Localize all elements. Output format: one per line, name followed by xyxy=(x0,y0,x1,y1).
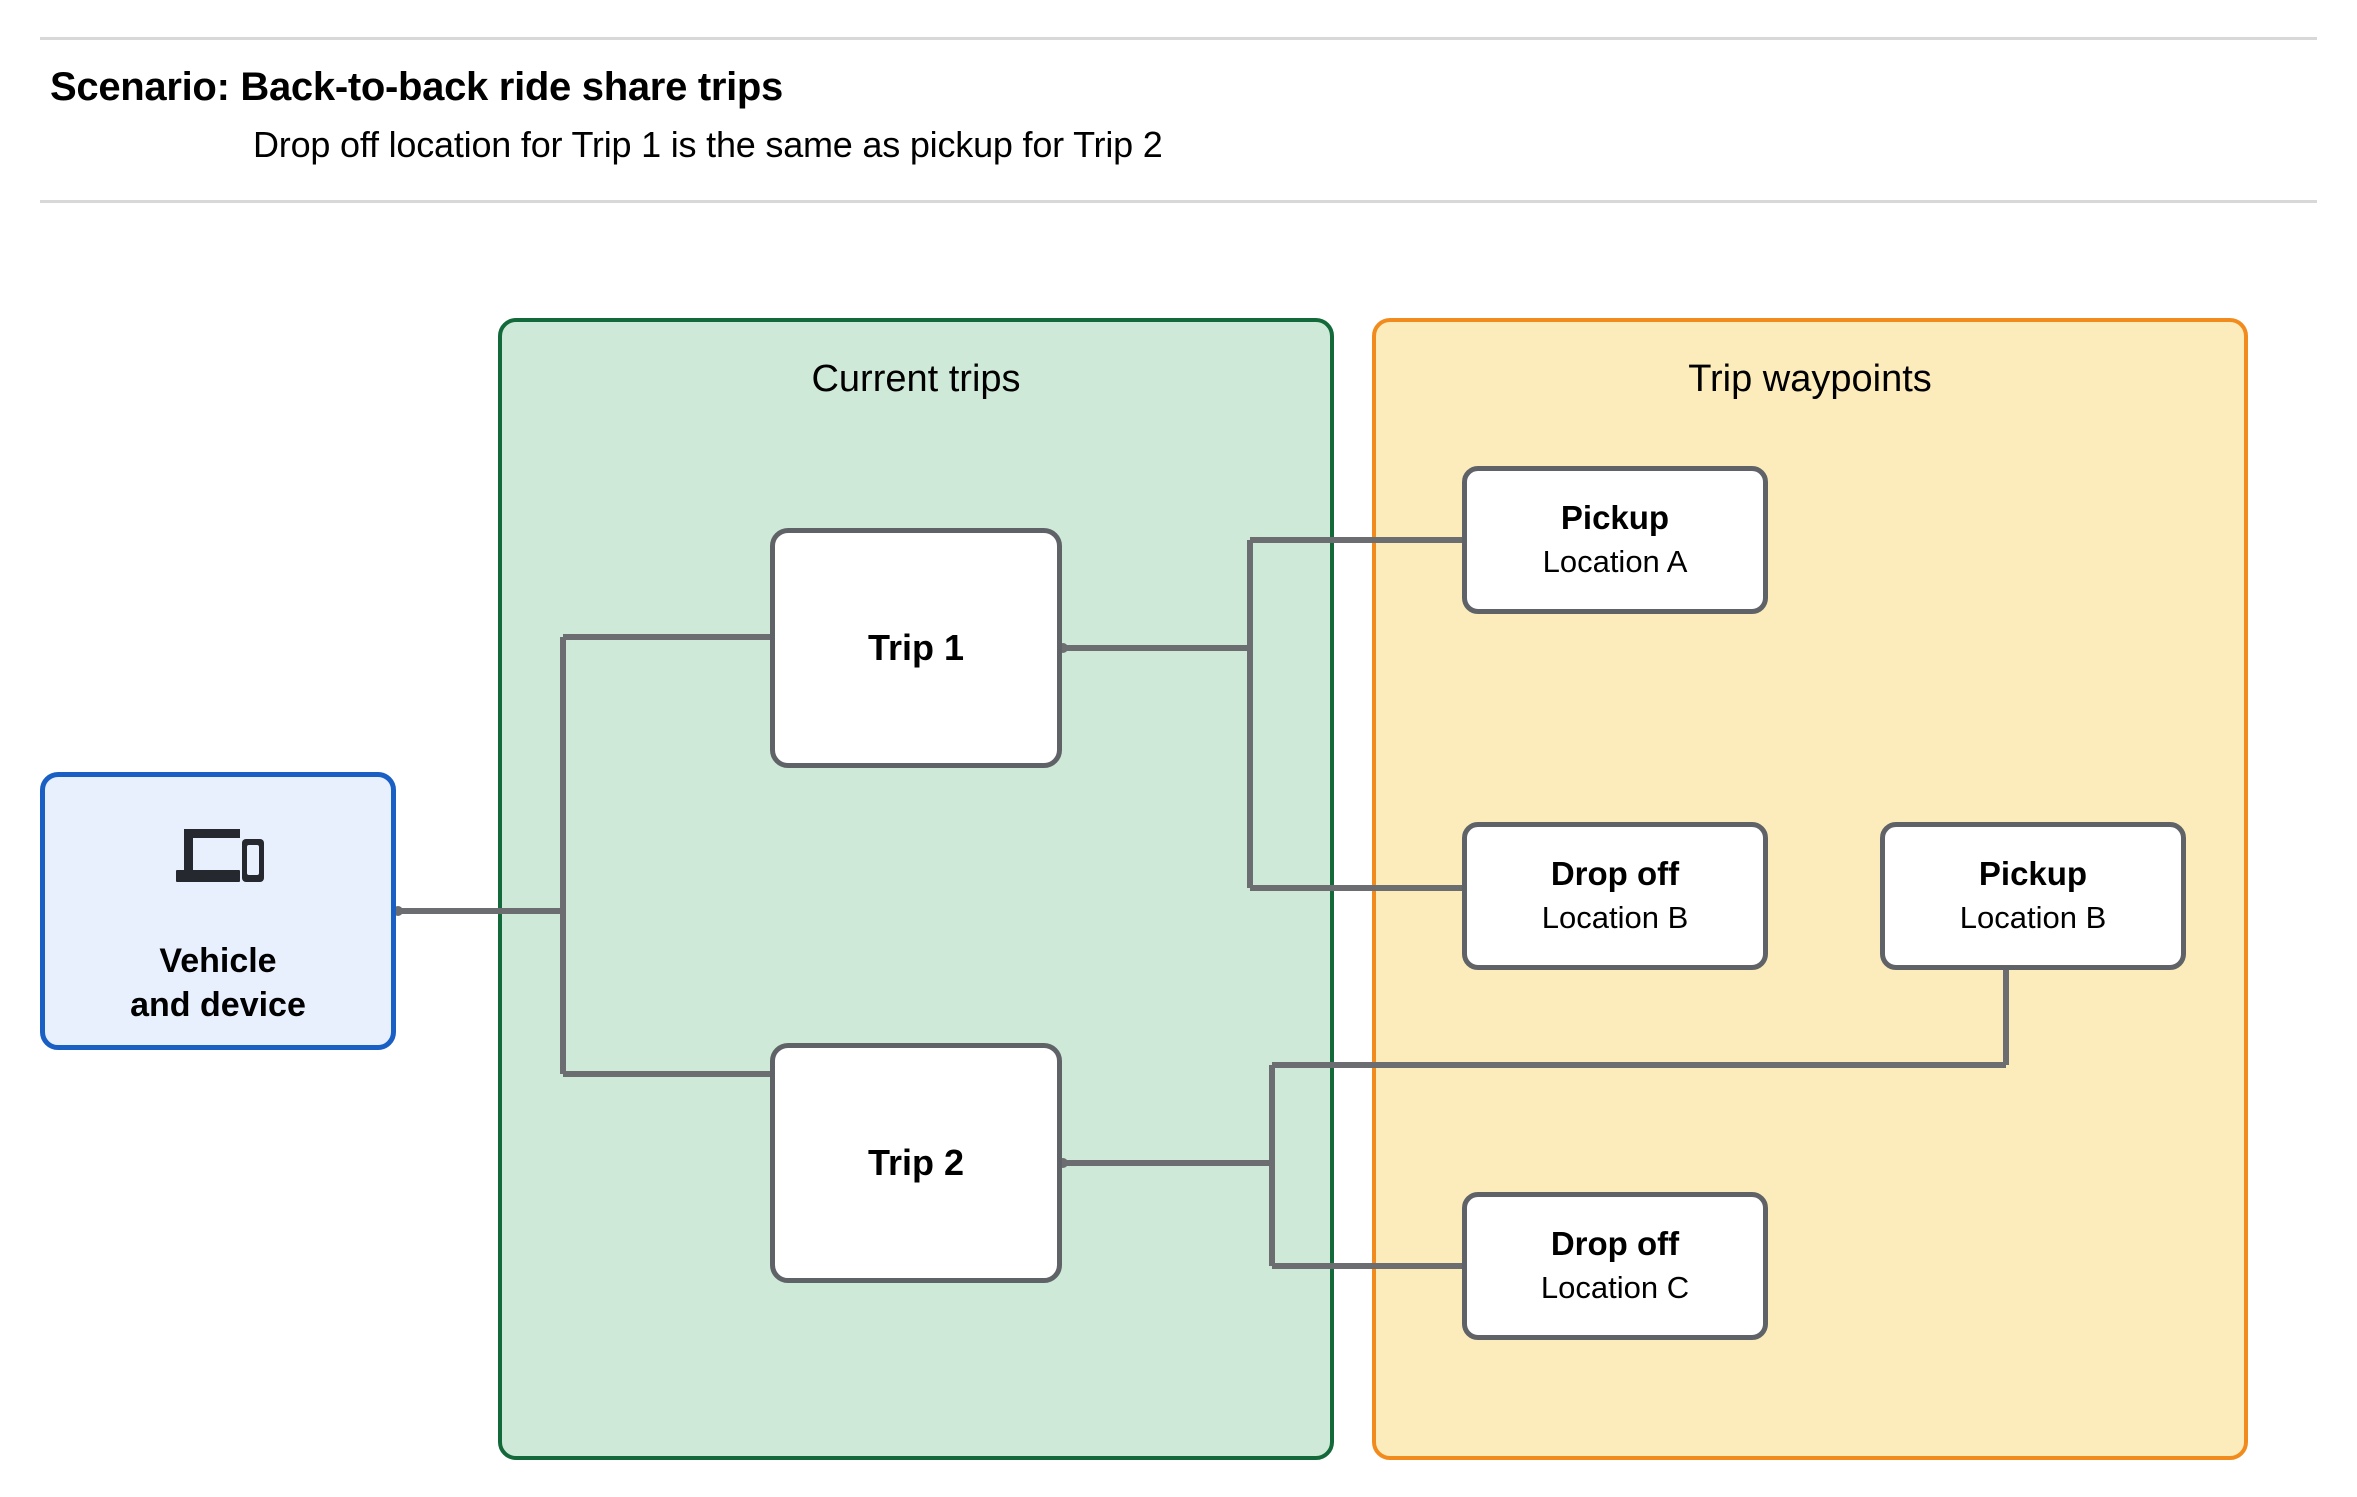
waypoint-location-label: Location B xyxy=(1959,900,2107,936)
trip-1-node[interactable]: Trip 1 xyxy=(770,528,1062,768)
page-title: Scenario: Back-to-back ride share trips xyxy=(50,65,784,109)
header-divider-top xyxy=(40,37,2317,40)
waypoint-location-label: Location A xyxy=(1542,544,1688,580)
group-trip-waypoints-title: Trip waypoints xyxy=(1688,358,1932,400)
waypoint-kind-label: Drop off xyxy=(1550,1225,1680,1263)
trip-2-node[interactable]: Trip 2 xyxy=(770,1043,1062,1283)
trip-1-label: Trip 1 xyxy=(867,627,965,668)
header: Scenario: Back-to-back ride share trips … xyxy=(0,0,2357,205)
waypoint-dropoff-location-b[interactable]: Drop off Location B xyxy=(1462,822,1768,970)
page-subtitle: Drop off location for Trip 1 is the same… xyxy=(253,124,1163,165)
waypoint-kind-label: Drop off xyxy=(1550,855,1680,893)
waypoint-pickup-location-b[interactable]: Pickup Location B xyxy=(1880,822,2186,970)
waypoint-location-label: Location B xyxy=(1541,900,1689,936)
group-current-trips: Current trips xyxy=(498,318,1334,1460)
waypoint-dropoff-location-c[interactable]: Drop off Location C xyxy=(1462,1192,1768,1340)
laptop-and-phone-icon xyxy=(170,819,266,888)
waypoint-pickup-location-a[interactable]: Pickup Location A xyxy=(1462,466,1768,614)
header-divider-bottom xyxy=(40,200,2317,203)
group-current-trips-title: Current trips xyxy=(811,358,1021,400)
vehicle-and-device-label: Vehicle and device xyxy=(130,942,306,1024)
trip-2-label: Trip 2 xyxy=(867,1142,965,1183)
waypoint-kind-label: Pickup xyxy=(1560,499,1670,537)
waypoint-kind-label: Pickup xyxy=(1978,855,2088,893)
waypoint-location-label: Location C xyxy=(1540,1270,1690,1306)
vehicle-and-device-node[interactable]: Vehicle and device xyxy=(40,772,396,1050)
